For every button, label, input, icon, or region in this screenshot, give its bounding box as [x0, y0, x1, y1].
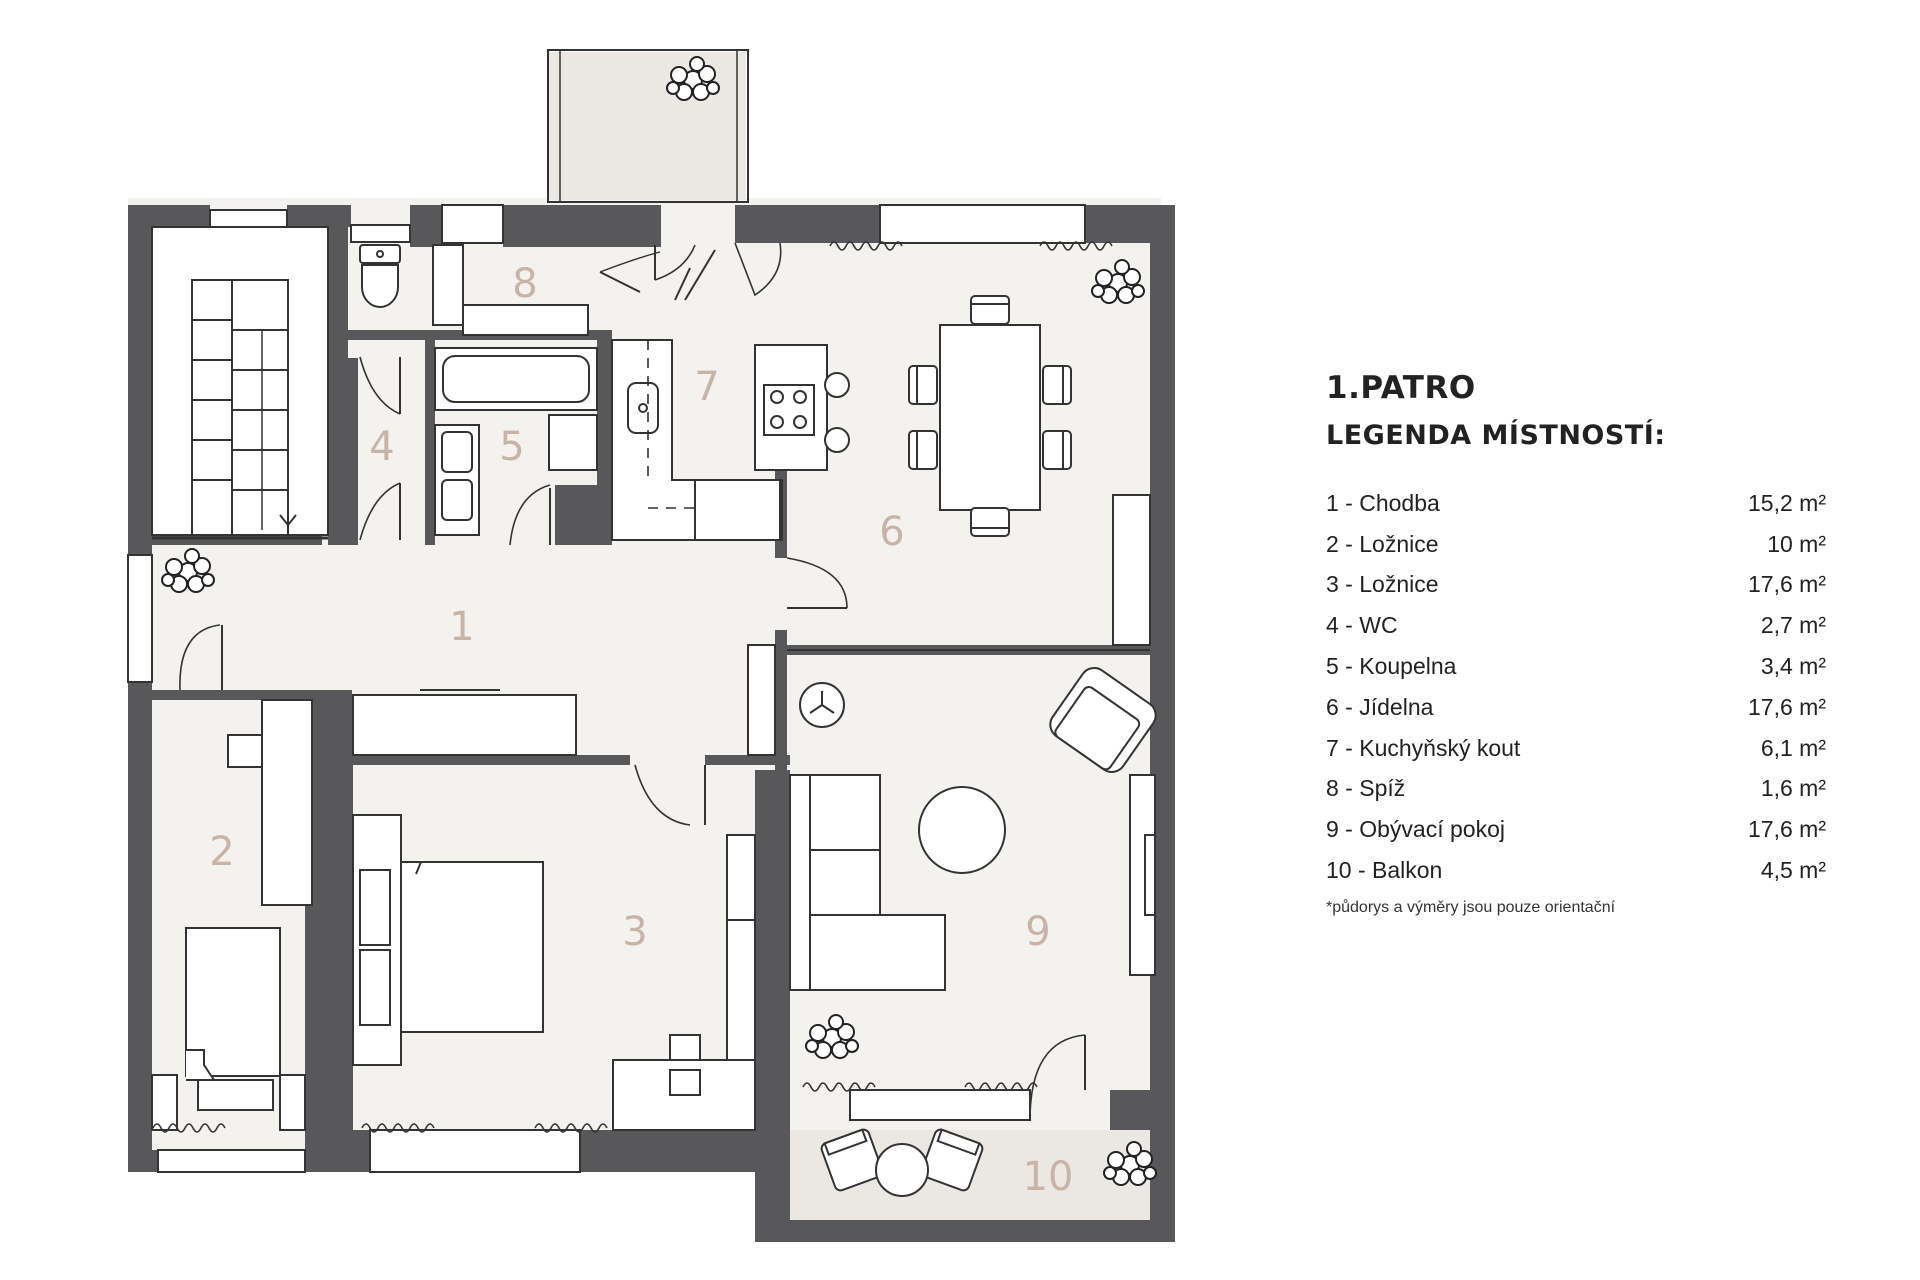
room-number-5: 5	[499, 424, 524, 470]
legend-row-10: 10 - Balkon 4,5 m²	[1326, 850, 1826, 891]
room-label: 5 - Koupelna	[1326, 653, 1457, 680]
room-label: 8 - Spíž	[1326, 775, 1406, 802]
room-label: 9 - Obývací pokoj	[1326, 816, 1505, 843]
room-area: 15,2 m²	[1748, 489, 1826, 516]
room-label: 3 - Ložnice	[1326, 571, 1439, 598]
room-label: 4 - WC	[1326, 612, 1398, 639]
staircase	[151, 226, 329, 540]
room-area: 17,6 m²	[1748, 571, 1826, 598]
hall-room	[352, 644, 776, 756]
room-number-10: 10	[1023, 1154, 1074, 1200]
room-area: 3,4 m²	[1760, 653, 1826, 680]
room-number-1: 1	[449, 604, 474, 650]
legend-subtitle: LEGENDA MÍSTNOSTÍ:	[1326, 420, 1666, 451]
walls	[128, 205, 1175, 1242]
balcony-bottom	[820, 1128, 1157, 1197]
windows	[127, 204, 1086, 1173]
dining-room	[674, 241, 1151, 651]
room-number-8: 8	[512, 261, 537, 307]
room-area: 17,6 m²	[1748, 816, 1826, 843]
room-number-2: 2	[209, 829, 234, 875]
legend-row-5: 5 - Koupelna 3,4 m²	[1326, 646, 1826, 687]
room-number-6: 6	[879, 509, 904, 555]
room-area: 4,5 m²	[1760, 857, 1826, 884]
legend-row-6: 6 - Jídelna 17,6 m²	[1326, 687, 1826, 728]
living-room	[789, 667, 1157, 1121]
room-number-3: 3	[622, 909, 647, 955]
room-label: 6 - Jídelna	[1326, 693, 1434, 720]
room-number-7: 7	[694, 364, 719, 410]
legend-list: 1 - Chodba 15,2 m² 2 - Ložnice 10 m² 3 - L…	[1326, 483, 1826, 891]
room-number-9: 9	[1025, 909, 1050, 955]
legend: 1.PATRO LEGENDA MÍSTNOSTÍ: 1 - Chodba 15,…	[1326, 370, 1826, 917]
legend-note: *půdorys a výměry jsou pouze orientační	[1326, 898, 1616, 916]
legend-row-8: 8 - Spíž 1,6 m²	[1326, 769, 1826, 810]
bedroom-2	[151, 548, 313, 1133]
legend-row-2: 2 - Ložnice 10 m²	[1326, 524, 1826, 565]
legend-row-9: 9 - Obývací pokoj 17,6 m²	[1326, 809, 1826, 850]
kitchen-room	[611, 244, 850, 541]
legend-row-7: 7 - Kuchyňský kout 6,1 m²	[1326, 728, 1826, 769]
room-area: 1,6 m²	[1760, 775, 1826, 802]
room-numbers: 1 2 3 4 5 6 7 8 9 10	[209, 261, 1073, 1200]
room-label: 1 - Chodba	[1326, 489, 1440, 516]
wc-room	[359, 244, 401, 541]
legend-row-4: 4 - WC 2,7 m²	[1326, 605, 1826, 646]
legend-row-3: 3 - Ložnice 17,6 m²	[1326, 565, 1826, 606]
room-label: 2 - Ložnice	[1326, 530, 1439, 557]
room-number-4: 4	[369, 424, 394, 470]
room-area: 2,7 m²	[1760, 612, 1826, 639]
room-area: 6,1 m²	[1760, 734, 1826, 761]
bedroom-3	[352, 764, 756, 1133]
floor-plan: 1 2 3 4 5 6 7 8 9 10	[127, 49, 1175, 1242]
balcony-top	[547, 49, 749, 203]
room-area: 10 m²	[1767, 530, 1826, 557]
room-label: 7 - Kuchyňský kout	[1326, 734, 1521, 761]
room-area: 17,6 m²	[1748, 693, 1826, 720]
room-label: 10 - Balkon	[1326, 857, 1443, 884]
legend-row-1: 1 - Chodba 15,2 m²	[1326, 483, 1826, 524]
pantry-room	[432, 244, 661, 336]
floor-title: 1.PATRO	[1326, 370, 1476, 406]
bathroom-room	[434, 347, 598, 546]
